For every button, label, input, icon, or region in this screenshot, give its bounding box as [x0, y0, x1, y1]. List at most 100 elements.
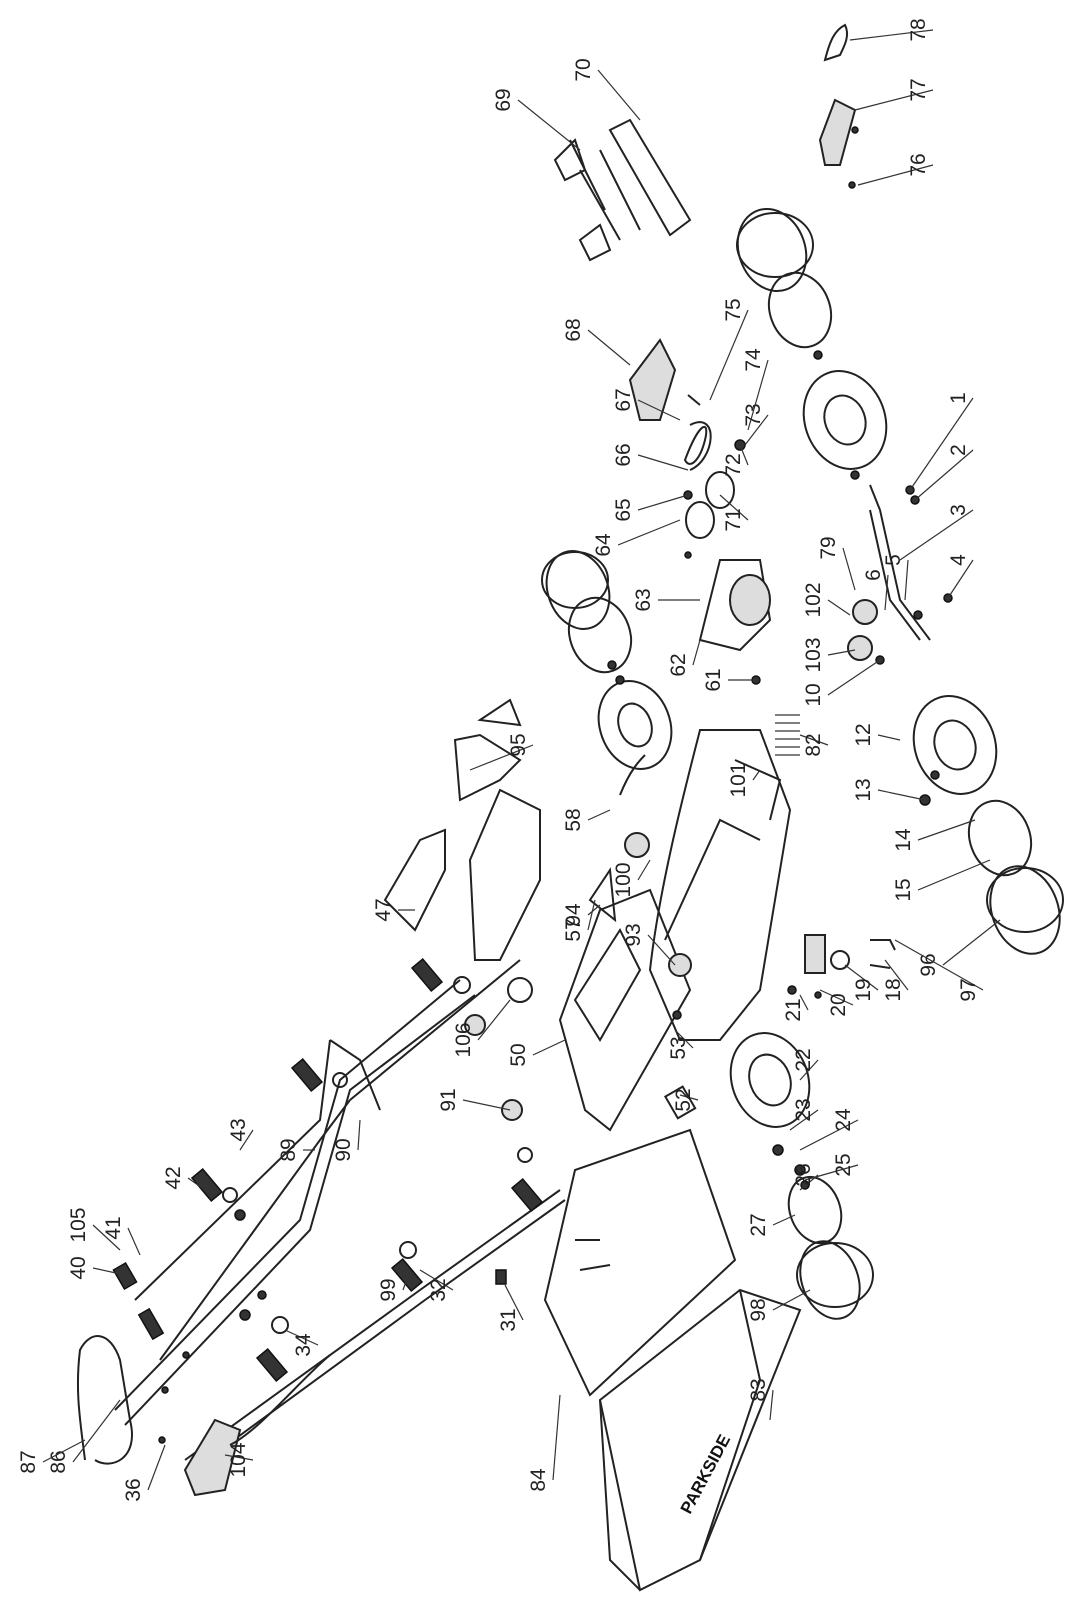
callout-number: 68 [562, 318, 585, 341]
callout-40: 40 [67, 1256, 126, 1280]
leader-line [744, 414, 769, 446]
callout-number: 52 [672, 1088, 695, 1111]
callout-23: 23 [789, 1098, 819, 1131]
callout-53: 53 [667, 1029, 694, 1060]
callout-63: 63 [632, 588, 700, 612]
switch-box [183, 1354, 331, 1497]
callout-22: 22 [792, 1048, 819, 1081]
leader-line [854, 89, 934, 111]
callout-number: 20 [827, 993, 850, 1016]
leader-line [917, 859, 991, 891]
callout-number: 18 [882, 978, 905, 1001]
callout-13: 13 [852, 778, 926, 802]
callout-number: 64 [592, 533, 615, 557]
callout-14: 14 [892, 819, 976, 852]
callout-number: 90 [332, 1138, 355, 1161]
callout-number: 32 [427, 1278, 450, 1301]
callout-number: 36 [122, 1478, 145, 1501]
callout-number: 23 [792, 1098, 815, 1121]
callout-101: 101 [727, 762, 761, 798]
callout-91: 91 [437, 1088, 511, 1112]
callout-number: 21 [782, 998, 805, 1021]
callout-number: 10 [802, 683, 825, 706]
leader-line [674, 1029, 694, 1049]
callout-105: 105 [67, 1207, 121, 1251]
callout-87: 87 [17, 1439, 86, 1474]
leader-line [504, 1284, 524, 1321]
callout-106: 106 [452, 999, 511, 1058]
callout-67: 67 [612, 388, 681, 421]
leader-line [587, 904, 601, 916]
leader-line [884, 574, 889, 611]
leader-line [857, 164, 934, 186]
front-axle [775, 484, 953, 756]
callout-number: 1 [947, 392, 970, 404]
callout-96: 96 [917, 919, 1001, 977]
leader-line [679, 1094, 699, 1101]
callout-number: 93 [622, 923, 645, 946]
callout-72: 72 [722, 444, 749, 477]
callout-number: 43 [227, 1118, 250, 1141]
leader-line [587, 329, 631, 366]
callout-number: 94 [562, 903, 585, 927]
callout-number: 15 [892, 878, 915, 901]
callout-number: 22 [792, 1048, 815, 1071]
callout-66: 66 [612, 443, 689, 471]
callout-89: 89 [277, 1138, 315, 1162]
callout-47: 47 [372, 898, 415, 922]
leader-line [877, 734, 901, 741]
callout-42: 42 [162, 1166, 206, 1191]
leader-line [789, 1109, 819, 1131]
callout-number: 100 [612, 862, 635, 897]
callout-number: 106 [452, 1022, 475, 1057]
callout-68: 68 [562, 318, 631, 366]
leader-line [477, 999, 511, 1041]
handle-fasteners [112, 957, 544, 1444]
callout-number: 86 [47, 1450, 70, 1473]
callout-2: 2 [914, 444, 974, 501]
callout-number: 40 [67, 1256, 90, 1279]
callout-32: 32 [419, 1269, 454, 1302]
leader-line [894, 939, 984, 991]
callout-90: 90 [332, 1119, 361, 1162]
callout-number: 27 [747, 1213, 770, 1236]
callout-21: 21 [782, 994, 809, 1022]
callout-number: 89 [277, 1138, 300, 1161]
callout-100: 100 [612, 859, 651, 898]
leader-line [844, 964, 879, 991]
leader-line [752, 769, 761, 781]
callout-1: 1 [909, 392, 974, 491]
callout-10: 10 [802, 659, 881, 707]
callout-97: 97 [894, 939, 984, 1002]
leader-line [772, 1289, 811, 1311]
callout-70: 70 [572, 58, 641, 121]
leader-line [187, 1177, 206, 1191]
leader-line [849, 29, 934, 41]
callout-number: 77 [907, 78, 930, 101]
callout-50: 50 [507, 1039, 566, 1067]
callout-number: 102 [802, 582, 825, 617]
callout-number: 70 [572, 58, 595, 81]
callout-number: 47 [372, 898, 395, 921]
callout-25: 25 [804, 1153, 859, 1181]
mower-deck [588, 729, 797, 1041]
leader-line [532, 1039, 566, 1056]
callout-number: 58 [562, 808, 585, 831]
callout-number: 63 [632, 588, 655, 611]
callout-3: 3 [899, 504, 974, 561]
leader-line [284, 1329, 319, 1346]
callout-95: 95 [469, 733, 534, 771]
leader-line [799, 1174, 819, 1191]
leader-line [462, 1099, 511, 1111]
callout-12: 12 [852, 723, 901, 747]
callout-number: 78 [907, 18, 930, 41]
callout-36: 36 [122, 1444, 166, 1502]
callout-number: 50 [507, 1043, 530, 1066]
leader-line [827, 659, 881, 696]
callout-94: 94 [562, 903, 601, 927]
callout-number: 42 [162, 1166, 185, 1189]
callout-number: 41 [102, 1216, 125, 1239]
callout-52: 52 [672, 1088, 699, 1112]
leader-line [709, 309, 749, 401]
